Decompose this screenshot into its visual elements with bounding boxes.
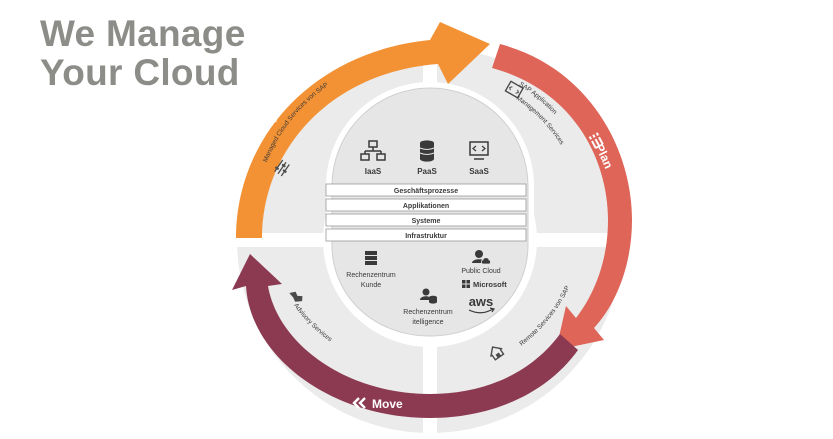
plan-arrow bbox=[492, 44, 632, 350]
layer-bar: Applikationen bbox=[325, 198, 527, 212]
rz-kunde-label-1: Rechenzentrum bbox=[346, 272, 396, 279]
headline-line-2: Your Cloud bbox=[40, 52, 240, 93]
paas-label: PaaS bbox=[417, 167, 437, 176]
move-arrow bbox=[232, 254, 578, 418]
code-window-icon bbox=[504, 80, 525, 99]
saas-item: SaaS bbox=[469, 141, 489, 176]
rz-itelligence-item: Rechenzentrum itelligence bbox=[403, 288, 453, 326]
code-monitor-icon bbox=[469, 141, 489, 160]
handshake-icon bbox=[289, 291, 303, 302]
cloud-user-icon bbox=[472, 250, 491, 265]
sliders-icon bbox=[274, 159, 290, 177]
saas-label: SaaS bbox=[469, 167, 489, 176]
rz-kunde-item: Rechenzentrum Kunde bbox=[346, 251, 396, 289]
headline-line-1: We Manage bbox=[40, 13, 246, 54]
aws-smile-icon bbox=[468, 307, 495, 314]
aws-label: aws bbox=[469, 294, 494, 309]
layer-bar: Infrastruktur bbox=[325, 228, 527, 242]
public-cloud-label: Public Cloud bbox=[461, 268, 500, 275]
layer-bar: Systeme bbox=[325, 213, 527, 227]
iaas-item: IaaS bbox=[360, 140, 386, 176]
move-label-text: Move bbox=[372, 397, 403, 411]
shuffle-icon bbox=[263, 113, 278, 127]
rz-kunde-label-2: Kunde bbox=[361, 282, 381, 289]
microsoft-logo-icon bbox=[462, 280, 470, 288]
house-icon bbox=[490, 346, 505, 361]
rz-itelligence-label-2: itelligence bbox=[412, 319, 443, 326]
move-label: Move bbox=[352, 397, 403, 411]
layer-label: Applikationen bbox=[403, 203, 449, 210]
public-cloud-item: Public Cloud Microsoft aws bbox=[461, 250, 507, 314]
layer-bar: Geschäftsprozesse bbox=[325, 183, 527, 197]
double-chevron-left-icon bbox=[352, 397, 366, 409]
headline: We Manage Your Cloud bbox=[40, 14, 246, 92]
center-panel bbox=[326, 82, 534, 344]
layer-label: Geschäftsprozesse bbox=[394, 188, 458, 195]
cloud-database-icon bbox=[420, 288, 438, 304]
layer-stack: Geschäftsprozesse Applikationen Systeme … bbox=[325, 183, 527, 242]
manage-arrow bbox=[236, 22, 490, 238]
rz-itelligence-label-1: Rechenzentrum bbox=[403, 309, 453, 316]
layer-label: Infrastruktur bbox=[405, 233, 447, 240]
paas-item: PaaS bbox=[417, 140, 437, 176]
layer-label: Systeme bbox=[412, 218, 441, 225]
microsoft-label: Microsoft bbox=[473, 280, 507, 289]
network-icon bbox=[360, 140, 386, 161]
list-icon bbox=[588, 132, 604, 149]
server-rack-icon bbox=[365, 251, 377, 265]
iaas-label: IaaS bbox=[365, 167, 382, 176]
database-icon bbox=[419, 140, 435, 162]
